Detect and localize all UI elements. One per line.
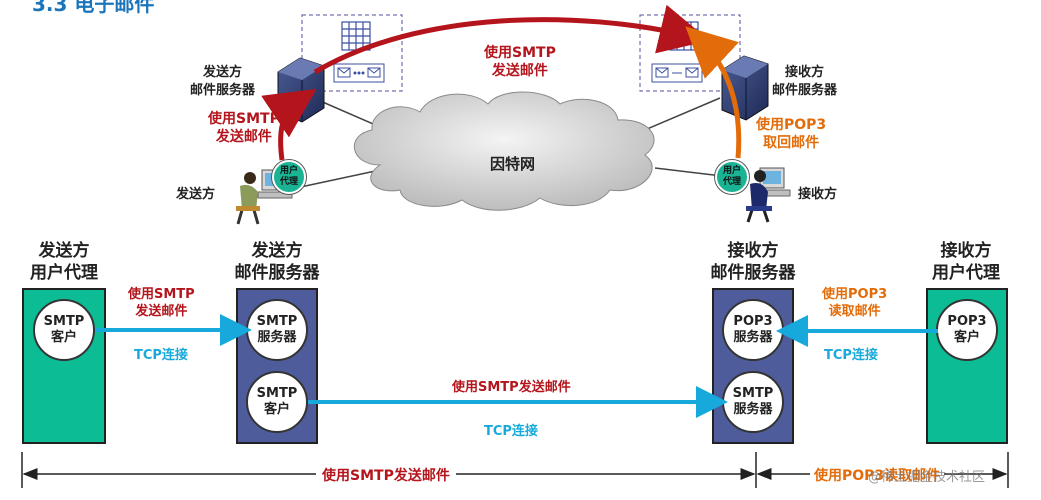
span-left-label: 使用SMTP发送邮件 [316, 465, 456, 485]
link-receiver-server [639, 97, 721, 133]
link-receiver-pc [654, 167, 723, 177]
agent-label-line1: 用户 [279, 166, 298, 176]
arrow3-tcp-label: TCP连接 [824, 348, 878, 363]
arrow1-tcp-label: TCP连接 [134, 348, 188, 363]
sender-user-agent-icon: 用户 代理 [272, 160, 306, 194]
span-right-label: 使用POP3读取邮件 [810, 465, 945, 485]
receiver-label: 接收方 [798, 187, 838, 202]
internet-label: 因特网 [490, 155, 536, 173]
col-sender-server-title: 发送方邮件服务器 [234, 241, 320, 283]
watermark: @稀土掘金技术社区 [868, 470, 986, 485]
receiver-person-icon [746, 167, 791, 223]
link-sender-pc [295, 169, 381, 189]
sender-label: 发送方 [176, 187, 216, 202]
col-receiver-server-title: 接收方邮件服务器 [710, 241, 796, 283]
sender-envelopes-icon [333, 63, 385, 83]
sender-grid-icon [341, 21, 371, 51]
sender-server-label: 发送方邮件服务器 [190, 65, 256, 98]
internet-cloud [354, 91, 655, 211]
agent-label-line2: 代理 [722, 177, 741, 187]
sender-upload-arrow [261, 88, 317, 161]
agent-label-line1: 用户 [722, 166, 741, 176]
arrow2-label: 使用SMTP发送邮件 [452, 380, 571, 395]
receiver-envelopes-icon [651, 63, 703, 83]
smtp-arc-arrow [313, 4, 710, 75]
col-sender-agent-title: 发送方用户代理 [30, 241, 98, 283]
col-receiver-agent-title: 接收方用户代理 [932, 241, 1000, 283]
page-title-fragment: 3.3 电子邮件 [32, 0, 155, 16]
arrow2-tcp-label: TCP连接 [484, 424, 538, 439]
sender-mailbox-frame [301, 14, 403, 92]
bottom-arrows [21, 314, 1009, 488]
agent-label-line2: 代理 [279, 177, 298, 187]
receiver-server-label: 接收方邮件服务器 [772, 65, 838, 98]
top-illustration [236, 4, 791, 225]
receiver-user-agent-icon: 用户 代理 [715, 160, 749, 194]
receiver-fetch-arrow [685, 26, 742, 159]
